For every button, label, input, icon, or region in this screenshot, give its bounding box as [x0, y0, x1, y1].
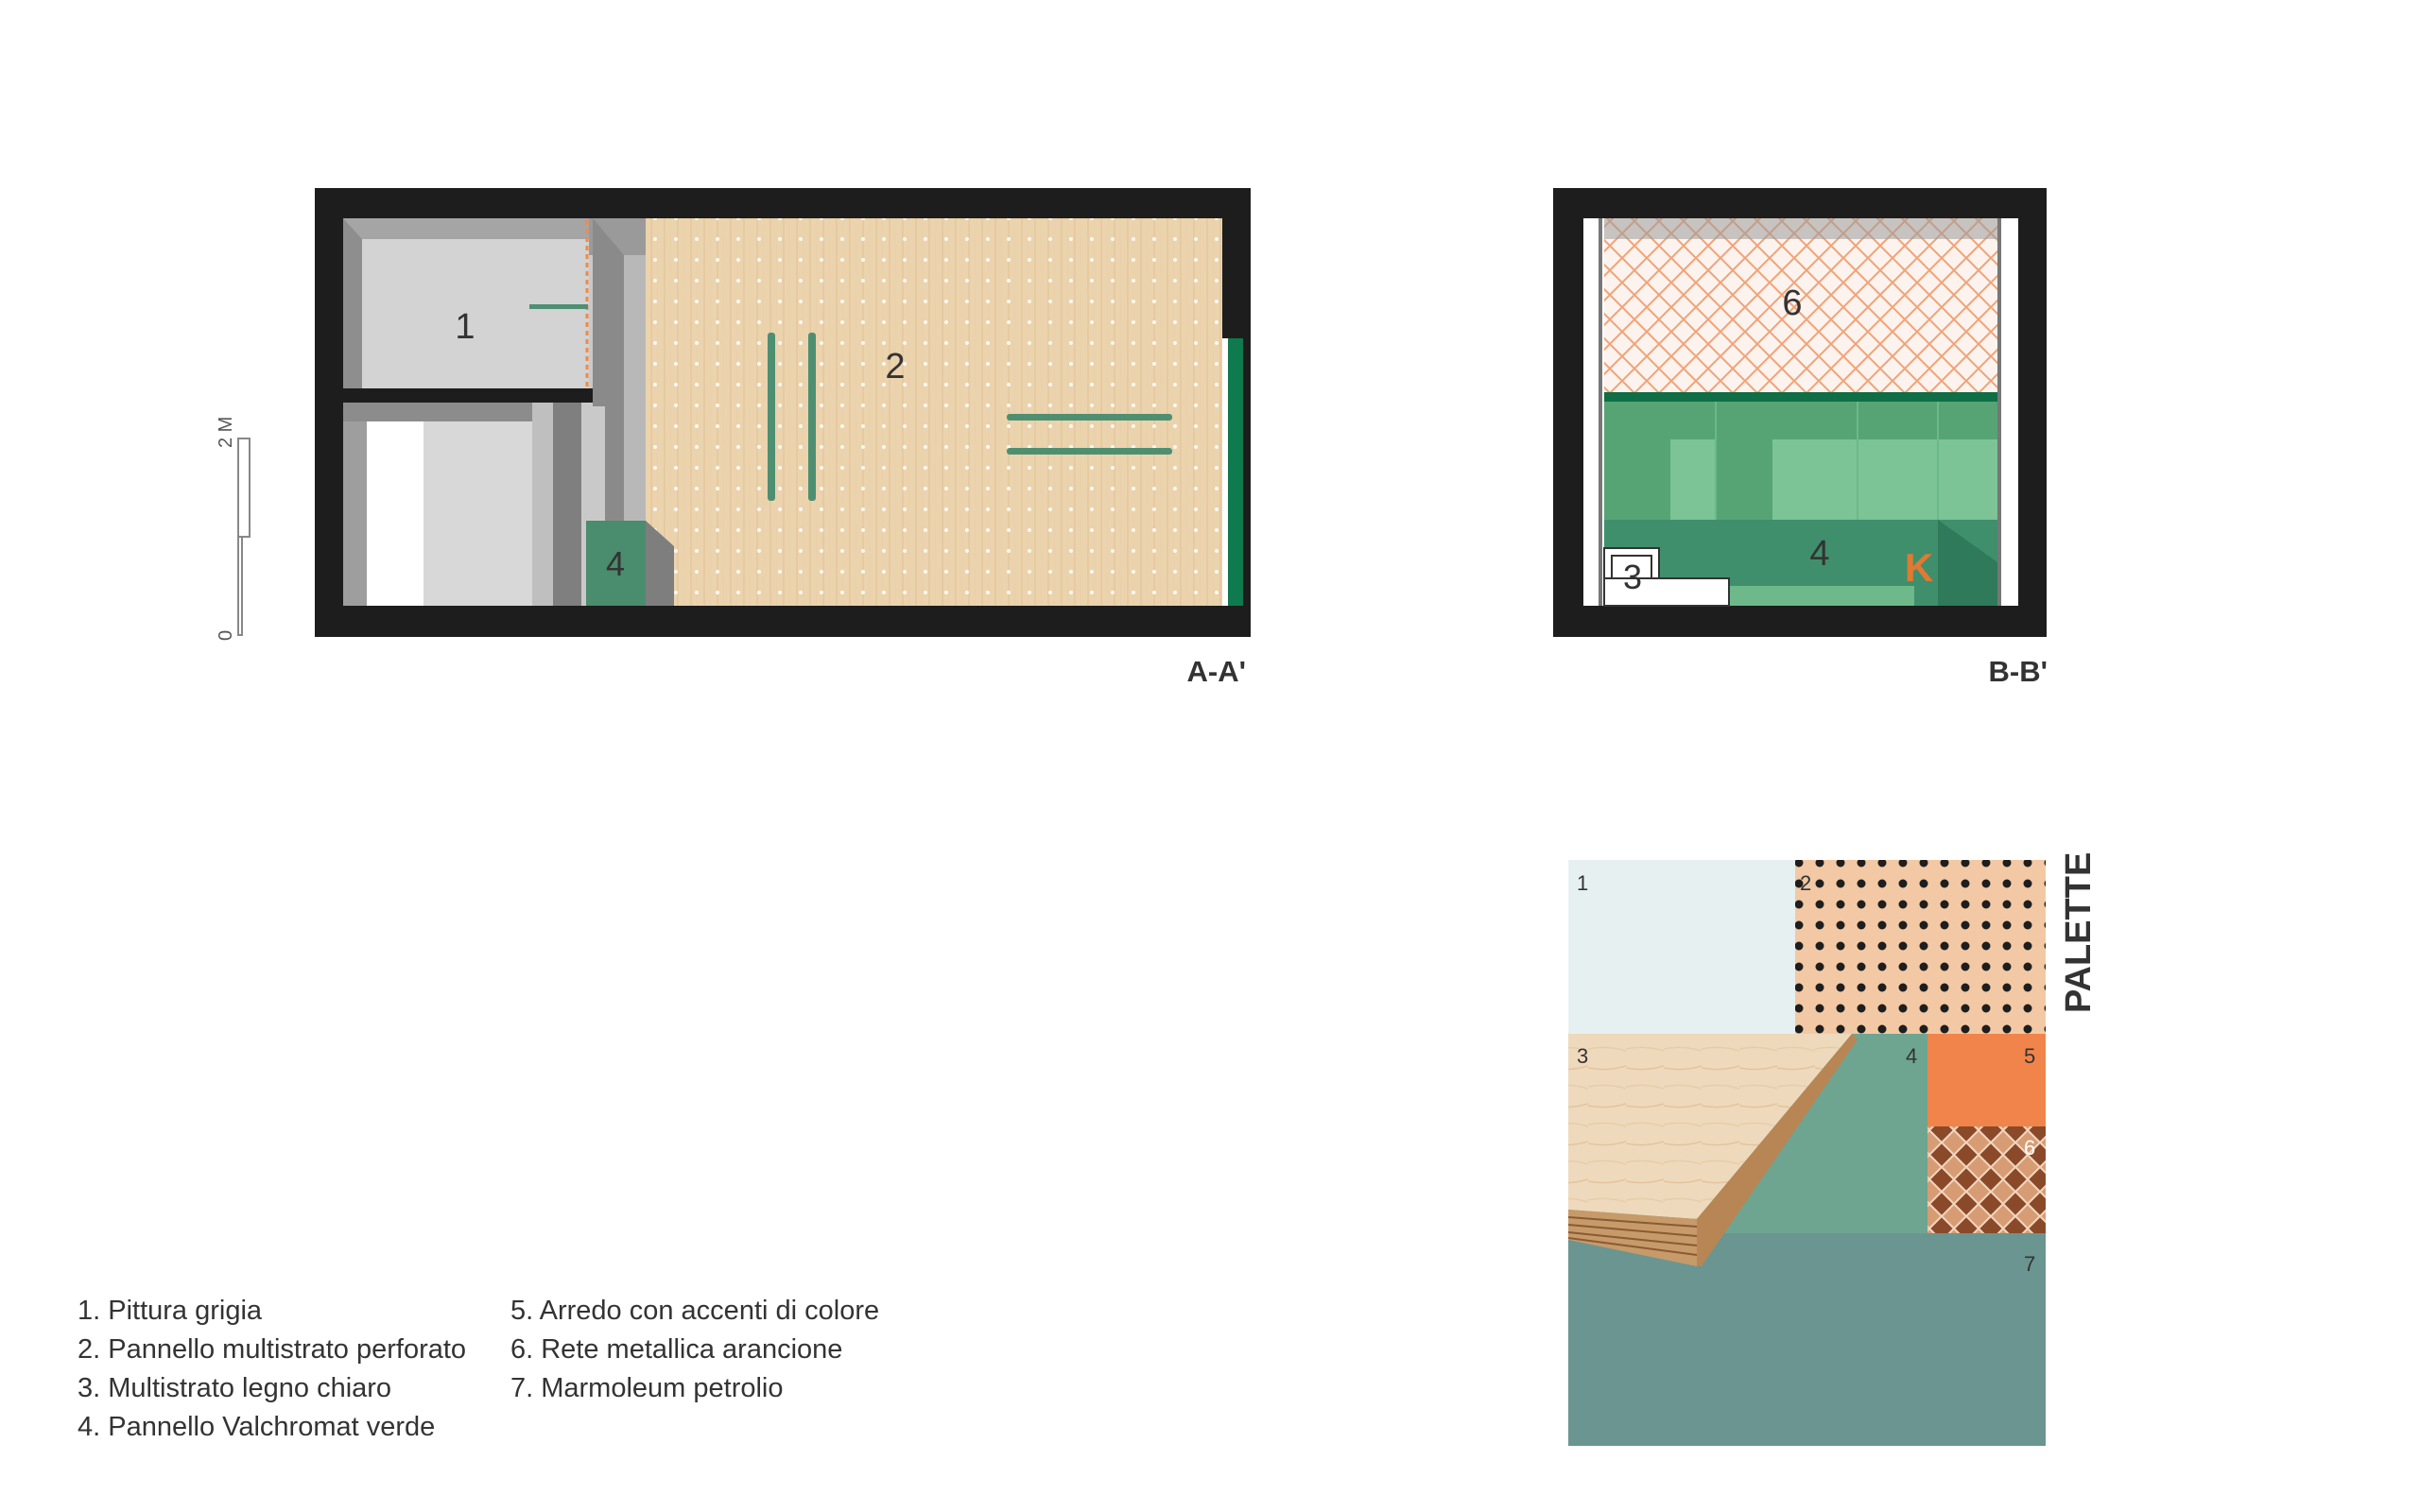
scale-two-m-label: 2 M: [216, 417, 236, 448]
aa-title: A-A': [1187, 655, 1246, 688]
bb-label-6: 6: [1782, 284, 1802, 323]
scale-zero-label: 0: [216, 630, 236, 641]
swatch-4-number: 4: [1906, 1044, 1917, 1068]
swatch-1: [1568, 860, 1795, 1034]
bb-label-3: 3: [1623, 558, 1642, 596]
bb-label-4: 4: [1809, 534, 1829, 574]
bb-title: B-B': [1989, 655, 2048, 688]
legend-item: 2. Pannello multistrato perforato: [78, 1334, 467, 1365]
scale-bar: 0 2 M: [216, 417, 251, 641]
swatch-6-number: 6: [2024, 1136, 2035, 1160]
bb-label-k: K: [1905, 545, 1933, 590]
palette-title: PALETTE: [2059, 852, 2099, 1013]
swatch-5: [1927, 1034, 2046, 1126]
swatch-2-number: 2: [1800, 871, 1811, 895]
aa-label-1: 1: [455, 307, 475, 347]
aa-label-4: 4: [606, 544, 625, 583]
legend-item: 7. Marmoleum petrolio: [510, 1373, 784, 1403]
aa-label-2: 2: [885, 347, 905, 387]
legend-item: 1. Pittura grigia: [78, 1296, 263, 1326]
legend-item: 3. Multistrato legno chiaro: [78, 1373, 392, 1403]
legend-item: 4. Pannello Valchromat verde: [78, 1412, 436, 1442]
swatch-7: [1568, 1233, 2046, 1446]
swatch-1-number: 1: [1577, 871, 1588, 895]
legend-item: 5. Arredo con accenti di colore: [510, 1296, 880, 1326]
legend-item: 6. Rete metallica arancione: [510, 1334, 843, 1365]
swatch-5-number: 5: [2024, 1044, 2035, 1068]
swatch-7-number: 7: [2024, 1252, 2035, 1276]
swatch-3-number: 3: [1577, 1044, 1588, 1068]
legend-column-2: 5. Arredo con accenti di colore 6. Rete …: [510, 1292, 879, 1408]
section-aa: 1 2 4 A-A': [315, 188, 1251, 688]
section-bb: 6 4 3 K B-B': [1553, 188, 2048, 688]
palette: 1 2 3 4 5 6 7 PALETTE: [1567, 852, 2099, 1446]
legend-column-1: 1. Pittura grigia 2. Pannello multistrat…: [78, 1292, 466, 1447]
